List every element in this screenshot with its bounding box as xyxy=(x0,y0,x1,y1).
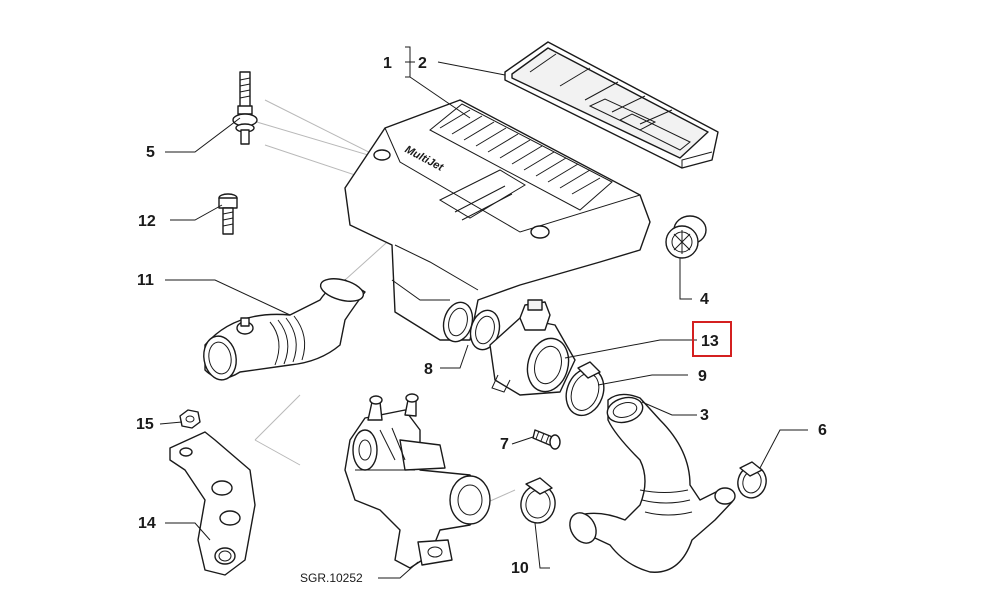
part-13-air-flow-meter xyxy=(489,299,576,396)
callout-1: 1 xyxy=(383,55,392,72)
part-8-gasket xyxy=(442,301,501,351)
drawing-reference: SGR.10252 xyxy=(300,571,363,585)
part-6-small-clamp xyxy=(737,461,767,499)
part-2-air-filter-tray xyxy=(504,41,719,169)
callout-11: 11 xyxy=(137,272,154,289)
callout-10: 10 xyxy=(511,560,529,577)
part-10-clamp xyxy=(520,477,556,524)
part-5-stud xyxy=(232,71,258,145)
turbocharger xyxy=(344,393,491,569)
part-3-charge-air-hose xyxy=(569,393,736,573)
callout-2: 2 xyxy=(418,55,427,72)
part-12-bolt xyxy=(218,193,238,235)
part-1-engine-cover-airbox: MultiJet xyxy=(344,99,651,341)
callout-15: 15 xyxy=(136,416,154,433)
part-4-grommet xyxy=(665,215,707,259)
callout-4: 4 xyxy=(700,291,709,308)
callout-9: 9 xyxy=(698,368,707,385)
part-15-nut xyxy=(179,409,201,429)
callout-8: 8 xyxy=(424,361,433,378)
callout-14: 14 xyxy=(138,515,156,532)
callout-5: 5 xyxy=(146,144,155,161)
part-11-intake-duct xyxy=(203,278,366,381)
part-7-screw xyxy=(532,429,561,450)
callout-labels: 1 2 3 4 5 6 7 8 9 10 11 12 13 14 15 xyxy=(136,55,827,577)
callout-13: 13 xyxy=(701,333,719,350)
highlight-box xyxy=(692,321,732,357)
callout-7: 7 xyxy=(500,436,509,453)
callout-12: 12 xyxy=(138,213,156,230)
callout-3: 3 xyxy=(700,407,709,424)
part-14-bracket xyxy=(169,431,256,576)
callout-6: 6 xyxy=(818,422,827,439)
leader-lines xyxy=(159,46,808,579)
part-9-hose-clamp xyxy=(565,361,605,417)
